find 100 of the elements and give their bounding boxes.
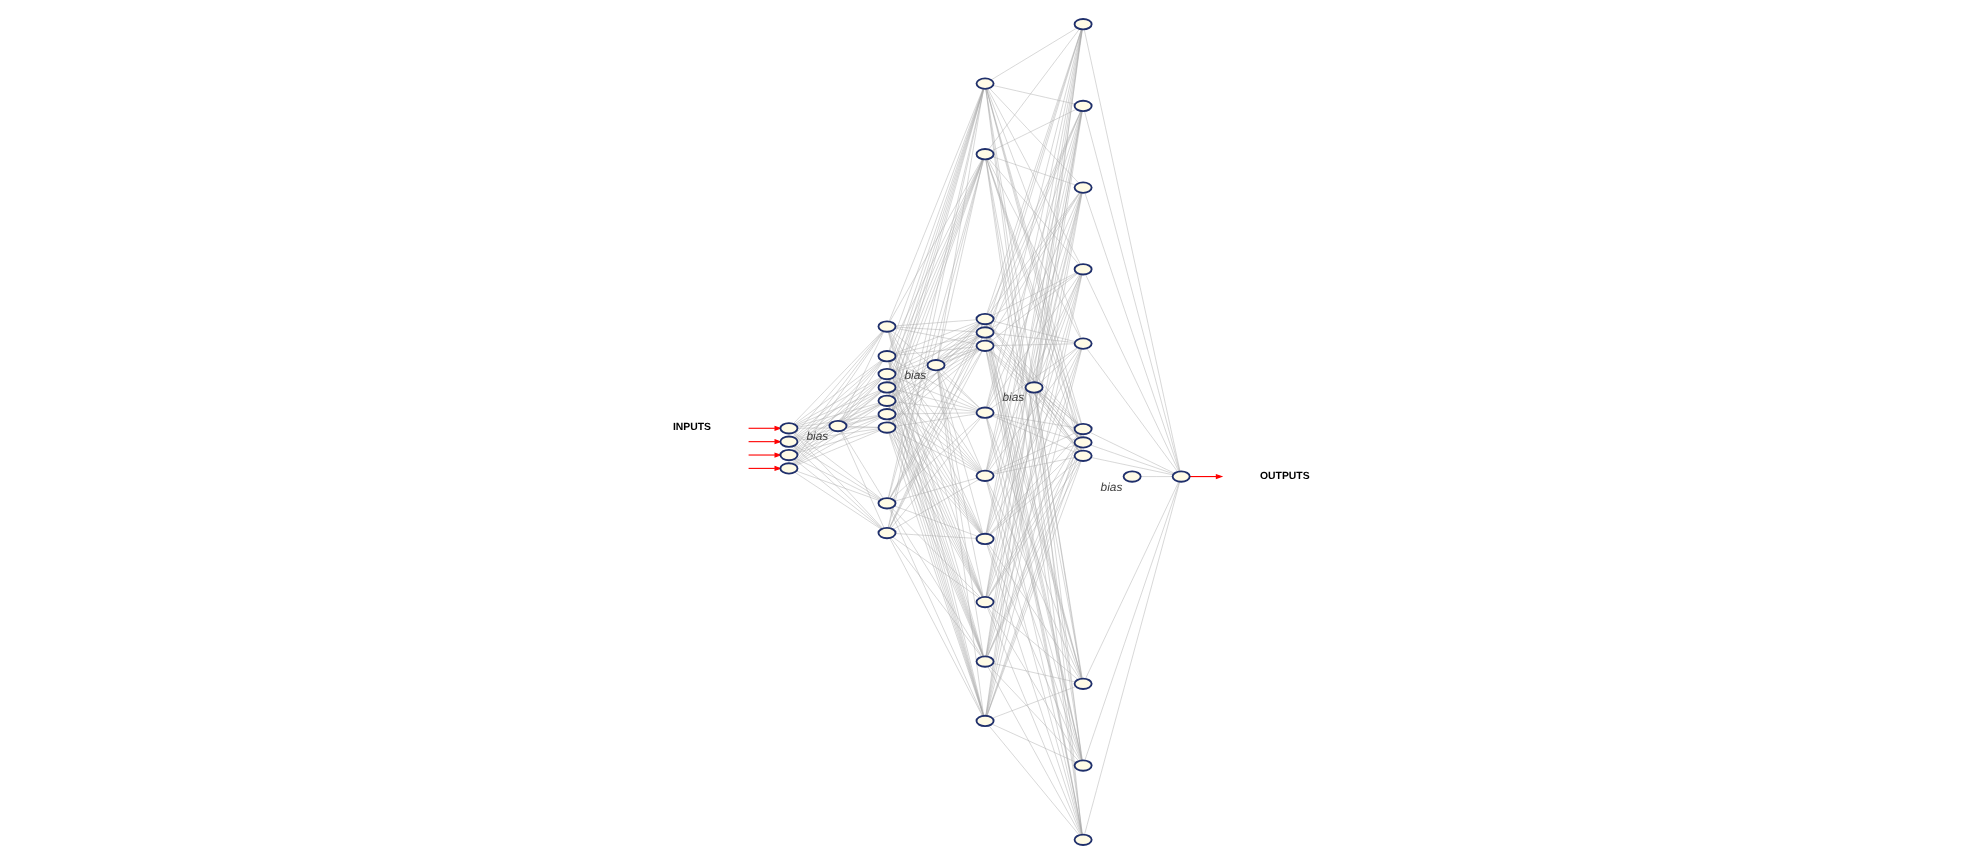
- connector: [891, 349, 979, 411]
- connector: [936, 88, 983, 361]
- node-ellipse: [778, 422, 798, 435]
- connector: [892, 322, 978, 371]
- connector: [839, 331, 884, 422]
- node-ellipse: [876, 381, 896, 394]
- arrow: [747, 465, 781, 471]
- connector: [986, 88, 1080, 265]
- connector: [840, 360, 883, 422]
- connector: [845, 426, 878, 428]
- connector: [1034, 192, 1081, 383]
- connector: [990, 415, 1076, 453]
- connector: [843, 403, 880, 424]
- node-ellipse: [1072, 833, 1092, 846]
- connector: [936, 370, 983, 657]
- connector: [986, 606, 1080, 761]
- connector: [986, 348, 1080, 535]
- connector: [888, 508, 982, 657]
- connector: [1084, 481, 1178, 679]
- connector: [1038, 391, 1077, 426]
- connector: [794, 458, 880, 501]
- connector: [894, 327, 976, 345]
- connector: [985, 480, 1081, 835]
- connector: [987, 725, 1079, 836]
- node-ellipse: [974, 469, 994, 482]
- connector: [841, 378, 882, 422]
- node-ellipse: [1072, 337, 1092, 350]
- connector: [988, 666, 1079, 762]
- connector: [1085, 348, 1177, 472]
- connector: [893, 347, 977, 372]
- connector: [992, 333, 1074, 343]
- connector: [892, 430, 978, 473]
- connector: [793, 377, 881, 438]
- connector: [892, 348, 978, 385]
- connector: [936, 370, 983, 534]
- connector: [793, 391, 881, 465]
- connector: [1090, 457, 1173, 476]
- node-ellipse: [1072, 449, 1092, 462]
- arrow: [747, 439, 781, 445]
- connector: [894, 326, 976, 333]
- connector: [1037, 391, 1078, 439]
- node-ellipse: [778, 462, 798, 475]
- node-ellipse: [974, 532, 994, 546]
- connector: [991, 663, 1075, 683]
- connector: [795, 416, 879, 440]
- connector: [892, 479, 978, 530]
- connector: [986, 192, 1081, 408]
- connector: [891, 404, 979, 472]
- connector: [985, 192, 1081, 471]
- connector: [942, 348, 977, 363]
- connector: [893, 376, 978, 411]
- connector: [939, 323, 980, 362]
- connector: [891, 349, 980, 424]
- connector: [986, 543, 1081, 761]
- connector: [985, 348, 1081, 598]
- connector: [893, 321, 977, 354]
- connector: [889, 537, 981, 657]
- connector: [894, 533, 976, 539]
- connector: [1034, 29, 1081, 383]
- connector: [891, 536, 979, 599]
- connector: [987, 348, 1079, 472]
- node-ellipse: [778, 448, 798, 462]
- connector: [893, 334, 977, 355]
- node-ellipse: [1023, 381, 1043, 394]
- connector: [794, 403, 879, 439]
- node-ellipse: [1170, 470, 1190, 483]
- connector: [893, 505, 977, 537]
- node-ellipse: [1072, 677, 1092, 690]
- connector: [794, 417, 880, 466]
- connector: [985, 274, 1081, 598]
- connector: [793, 445, 881, 500]
- connector: [844, 415, 878, 425]
- connector: [840, 430, 883, 499]
- node-ellipse: [1072, 263, 1092, 276]
- connector: [992, 413, 1074, 428]
- connector: [989, 272, 1077, 329]
- connector: [842, 391, 881, 423]
- connector: [1034, 392, 1081, 679]
- connector: [1034, 110, 1081, 383]
- connector: [796, 427, 878, 429]
- connector: [839, 431, 884, 529]
- connector: [989, 273, 1078, 342]
- connector: [891, 322, 979, 384]
- connector: [990, 723, 1076, 763]
- node-ellipse: [876, 394, 896, 407]
- node-ellipse: [1072, 759, 1092, 772]
- node-ellipse: [1121, 470, 1141, 483]
- connector: [1035, 274, 1080, 383]
- connector: [989, 606, 1078, 680]
- connector: [1083, 481, 1179, 835]
- connector: [988, 88, 1079, 184]
- connector: [1139, 476, 1172, 477]
- connector: [891, 417, 979, 473]
- connector: [985, 480, 1081, 761]
- node-ellipse: [974, 595, 994, 609]
- connector: [794, 390, 879, 426]
- connector: [991, 414, 1075, 441]
- node-ellipse: [876, 350, 896, 363]
- connector: [991, 444, 1075, 474]
- connector: [794, 416, 879, 453]
